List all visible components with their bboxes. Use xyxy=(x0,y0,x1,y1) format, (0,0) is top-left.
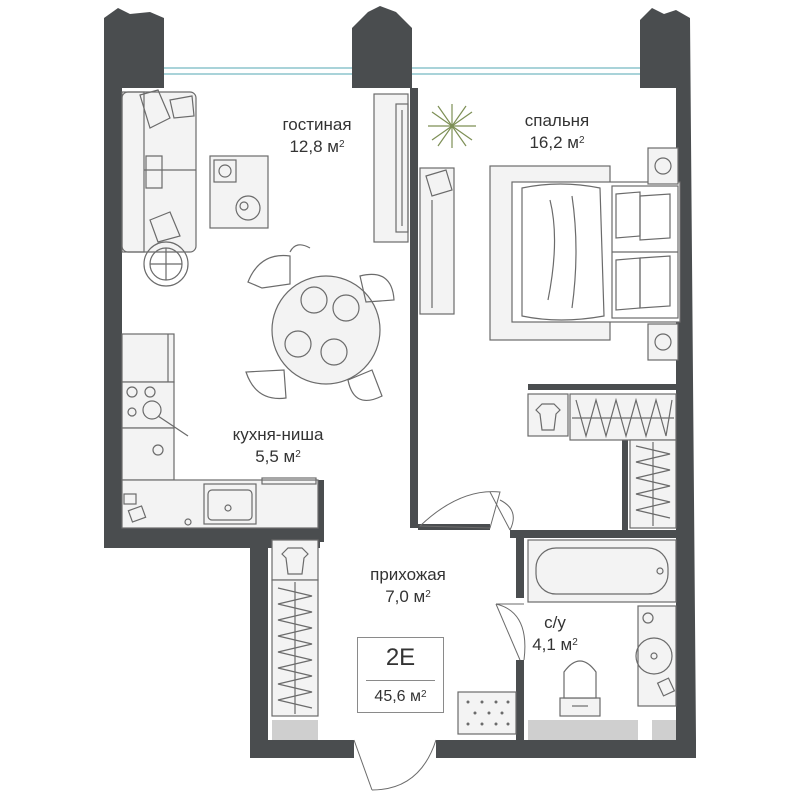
door-mat-pattern xyxy=(466,700,510,726)
tv-unit-icon xyxy=(373,93,409,243)
sofa-icon xyxy=(121,89,197,287)
toilet-icon xyxy=(559,660,601,717)
room-name: с/у xyxy=(544,613,566,632)
hall-closet-icon xyxy=(271,539,319,717)
dining-table-icon xyxy=(245,244,395,401)
floor-tile xyxy=(528,720,638,740)
room-area: 7,0 м xyxy=(385,587,426,606)
floor-tile xyxy=(272,720,318,740)
bathtub-icon xyxy=(527,539,677,603)
room-name: кухня-ниша xyxy=(232,425,324,444)
room-area: 12,8 м xyxy=(289,137,339,156)
coffee-table-icon xyxy=(209,155,269,229)
door-mat-icon xyxy=(457,691,517,735)
sink-icon xyxy=(635,605,677,707)
room-name: спальня xyxy=(524,111,590,130)
room-area: 16,2 м xyxy=(529,133,579,152)
room-label-bedroom: спальня 16,2 м2 xyxy=(524,111,590,152)
closet-icon xyxy=(527,393,677,529)
room-area: 5,5 м xyxy=(255,447,296,466)
wardrobe-icon xyxy=(419,167,455,315)
apartment-code: 2E xyxy=(385,644,416,671)
room-area: 4,1 м xyxy=(532,635,573,654)
doors xyxy=(353,491,526,791)
windows xyxy=(164,67,640,75)
floor-tile xyxy=(652,720,676,740)
room-name: прихожая xyxy=(370,565,446,584)
room-label-living: гостиная 12,8 м2 xyxy=(282,115,352,156)
room-label-bath: с/у 4,1 м2 xyxy=(532,613,578,654)
badge-divider xyxy=(366,680,435,681)
kitchen-counter-icon xyxy=(121,333,319,529)
apartment-badge: 2E 45,6 м2 xyxy=(357,637,444,713)
room-label-hall: прихожая 7,0 м2 xyxy=(370,565,446,606)
room-name: гостиная xyxy=(282,115,352,134)
room-label-kitchen: кухня-ниша 5,5 м2 xyxy=(232,425,324,466)
plant-icon xyxy=(428,104,476,148)
apartment-total-area: 45,6 м xyxy=(374,688,422,705)
nightstand-icon xyxy=(647,147,679,361)
bed-icon xyxy=(489,165,681,341)
